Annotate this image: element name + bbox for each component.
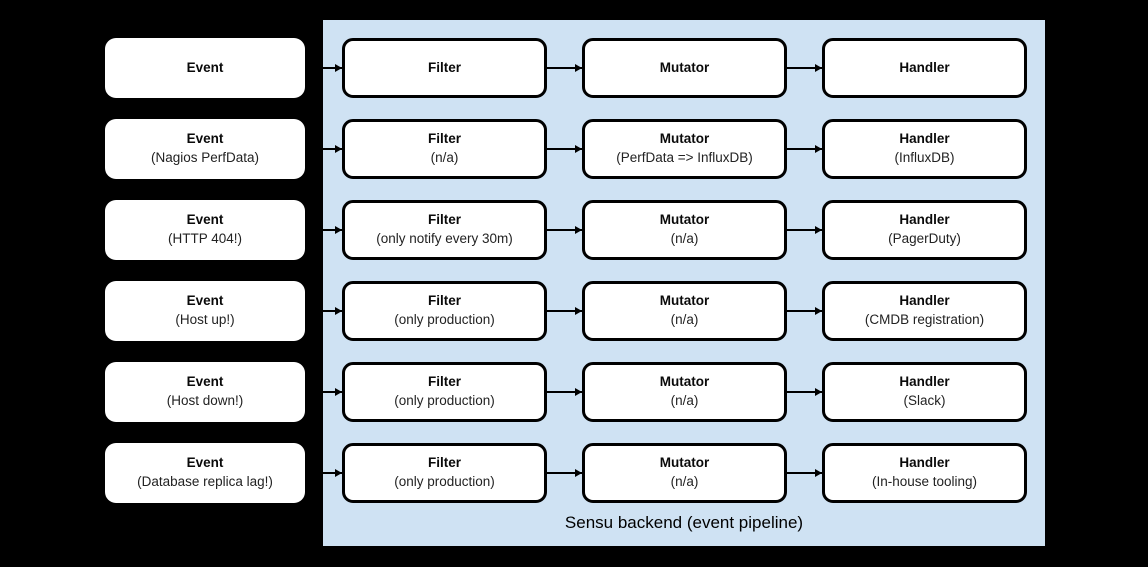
filter-node: Filter (only production) xyxy=(342,443,547,503)
arrow-mutator-to-handler-icon xyxy=(787,469,822,477)
node-title: Mutator xyxy=(659,131,710,147)
arrow-mutator-to-handler-icon xyxy=(787,388,822,396)
arrow-event-to-filter-icon xyxy=(305,307,342,315)
handler-node: Handler (InfluxDB) xyxy=(822,119,1027,179)
mutator-node: Mutator (n/a) xyxy=(582,443,787,503)
node-title: Filter xyxy=(427,212,461,228)
node-subtitle: (only production) xyxy=(394,393,495,408)
event-node: Event (Nagios PerfData) xyxy=(105,119,305,179)
handler-node: Handler (Slack) xyxy=(822,362,1027,422)
event-node: Event (Database replica lag!) xyxy=(105,443,305,503)
node-title: Event xyxy=(186,212,224,228)
node-title: Handler xyxy=(899,374,950,390)
event-node: Event (Host down!) xyxy=(105,362,305,422)
backend-panel-caption: Sensu backend (event pipeline) xyxy=(564,513,804,532)
mutator-node: Mutator xyxy=(582,38,787,98)
node-title: Event xyxy=(186,131,224,147)
mutator-node: Mutator (n/a) xyxy=(582,200,787,260)
node-title: Handler xyxy=(899,131,950,147)
node-title: Event xyxy=(186,374,224,390)
node-subtitle: (n/a) xyxy=(670,393,699,408)
node-subtitle: (PagerDuty) xyxy=(888,231,961,246)
mutator-node: Mutator (n/a) xyxy=(582,281,787,341)
pipeline-row-5: Event (Host down!) Filter (only producti… xyxy=(0,362,1148,422)
node-subtitle: (n/a) xyxy=(670,231,699,246)
pipeline-row-6: Event (Database replica lag!) Filter (on… xyxy=(0,443,1148,503)
arrow-event-to-filter-icon xyxy=(305,388,342,396)
event-node: Event (Host up!) xyxy=(105,281,305,341)
node-title: Event xyxy=(186,59,224,75)
node-subtitle: (Host down!) xyxy=(166,393,244,408)
arrow-mutator-to-handler-icon xyxy=(787,145,822,153)
pipeline-row-1: Event Filter Mutator Handler xyxy=(0,38,1148,98)
arrow-filter-to-mutator-icon xyxy=(547,469,582,477)
node-subtitle: (n/a) xyxy=(670,474,699,489)
node-subtitle: (n/a) xyxy=(670,312,699,327)
node-subtitle: (only production) xyxy=(394,312,495,327)
node-title: Handler xyxy=(899,212,950,228)
arrow-event-to-filter-icon xyxy=(305,226,342,234)
arrow-filter-to-mutator-icon xyxy=(547,64,582,72)
handler-node: Handler (PagerDuty) xyxy=(822,200,1027,260)
node-subtitle: (Slack) xyxy=(903,393,946,408)
node-subtitle: (Host up!) xyxy=(175,312,235,327)
event-node: Event (HTTP 404!) xyxy=(105,200,305,260)
node-title: Mutator xyxy=(659,374,710,390)
pipeline-row-3: Event (HTTP 404!) Filter (only notify ev… xyxy=(0,200,1148,260)
node-title: Filter xyxy=(427,131,461,147)
node-title: Event xyxy=(186,293,224,309)
node-title: Filter xyxy=(427,293,461,309)
event-node: Event xyxy=(105,38,305,98)
filter-node: Filter (only production) xyxy=(342,362,547,422)
node-title: Mutator xyxy=(659,59,710,75)
node-title: Filter xyxy=(427,59,461,75)
handler-node: Handler xyxy=(822,38,1027,98)
arrow-filter-to-mutator-icon xyxy=(547,145,582,153)
node-subtitle: (Database replica lag!) xyxy=(137,474,273,489)
node-subtitle: (n/a) xyxy=(430,150,459,165)
arrow-filter-to-mutator-icon xyxy=(547,388,582,396)
filter-node: Filter (only notify every 30m) xyxy=(342,200,547,260)
arrow-mutator-to-handler-icon xyxy=(787,307,822,315)
node-subtitle: (only production) xyxy=(394,474,495,489)
handler-node: Handler (In-house tooling) xyxy=(822,443,1027,503)
arrow-filter-to-mutator-icon xyxy=(547,307,582,315)
node-subtitle: (InfluxDB) xyxy=(894,150,955,165)
handler-node: Handler (CMDB registration) xyxy=(822,281,1027,341)
node-title: Mutator xyxy=(659,212,710,228)
node-subtitle: (PerfData => InfluxDB) xyxy=(616,150,753,165)
mutator-node: Mutator (PerfData => InfluxDB) xyxy=(582,119,787,179)
node-subtitle: (only notify every 30m) xyxy=(376,231,513,246)
mutator-node: Mutator (n/a) xyxy=(582,362,787,422)
arrow-mutator-to-handler-icon xyxy=(787,64,822,72)
arrow-event-to-filter-icon xyxy=(305,469,342,477)
node-title: Filter xyxy=(427,455,461,471)
node-title: Handler xyxy=(899,59,950,75)
node-title: Handler xyxy=(899,455,950,471)
node-title: Event xyxy=(186,455,224,471)
arrow-mutator-to-handler-icon xyxy=(787,226,822,234)
node-subtitle: (CMDB registration) xyxy=(864,312,985,327)
filter-node: Filter (only production) xyxy=(342,281,547,341)
node-subtitle: (In-house tooling) xyxy=(871,474,978,489)
pipeline-row-4: Event (Host up!) Filter (only production… xyxy=(0,281,1148,341)
filter-node: Filter (n/a) xyxy=(342,119,547,179)
pipeline-row-2: Event (Nagios PerfData) Filter (n/a) Mut… xyxy=(0,119,1148,179)
arrow-filter-to-mutator-icon xyxy=(547,226,582,234)
node-title: Filter xyxy=(427,374,461,390)
node-subtitle: (HTTP 404!) xyxy=(167,231,243,246)
node-subtitle: (Nagios PerfData) xyxy=(150,150,260,165)
node-title: Mutator xyxy=(659,293,710,309)
arrow-event-to-filter-icon xyxy=(305,64,342,72)
node-title: Handler xyxy=(899,293,950,309)
arrow-event-to-filter-icon xyxy=(305,145,342,153)
node-title: Mutator xyxy=(659,455,710,471)
filter-node: Filter xyxy=(342,38,547,98)
